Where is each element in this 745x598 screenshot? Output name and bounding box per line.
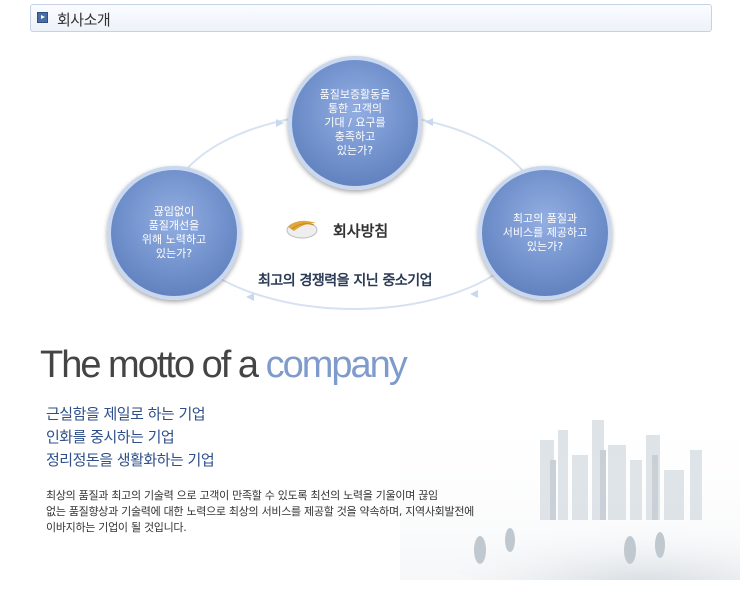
policy-title: 회사방침 xyxy=(333,222,389,240)
company-description: 최상의 품질과 최고의 기술력 으로 고객이 만족할 수 있도록 최선의 노력을… xyxy=(46,488,566,536)
policy-slogan: 최고의 경쟁력을 지닌 중소기업 xyxy=(258,273,433,289)
bullet-arrow-icon xyxy=(37,12,48,23)
value-list: 근실함을 제일로 하는 기업 인화를 중시하는 기업 정리정돈을 생활화하는 기… xyxy=(46,403,215,472)
description-line: 최상의 품질과 최고의 기술력 으로 고객이 만족할 수 있도록 최선의 노력을… xyxy=(46,489,438,502)
cycle-arrow-icon xyxy=(470,290,478,298)
circle-quality-improvement: 끊임없이 품질개선을 위해 노력하고 있는가? xyxy=(107,166,241,300)
motto-heading: The motto of a company xyxy=(40,344,408,387)
motto-prefix: The motto of a xyxy=(40,344,266,386)
section-header: 회사소개 xyxy=(30,4,712,32)
leaf-emblem-icon xyxy=(286,220,318,239)
circle-best-service: 최고의 품질과 서비스를 제공하고 있는가? xyxy=(478,166,612,300)
circle-text: 최고의 품질과 서비스를 제공하고 있는가? xyxy=(502,212,588,253)
value-item: 정리정돈을 생활화하는 기업 xyxy=(46,451,215,469)
circle-text: 품질보증활동을 통한 고객의 기대 / 요구를 충족하고 있는가? xyxy=(319,88,391,157)
cycle-arrow-icon xyxy=(246,293,254,301)
motto-accent: company xyxy=(265,344,408,386)
city-skyline-image xyxy=(400,400,740,580)
cycle-arrow-icon xyxy=(276,119,284,127)
description-line: 없는 품질향상과 기술력에 대한 노력으로 최상의 서비스를 제공할 것을 약속… xyxy=(46,505,474,518)
section-title: 회사소개 xyxy=(57,11,111,29)
circle-quality-assurance: 품질보증활동을 통한 고객의 기대 / 요구를 충족하고 있는가? xyxy=(288,56,422,190)
circle-text: 끊임없이 품질개선을 위해 노력하고 있는가? xyxy=(141,205,207,260)
cycle-arrow-icon xyxy=(425,118,433,126)
value-item: 인화를 중시하는 기업 xyxy=(46,428,175,446)
value-item: 근실함을 제일로 하는 기업 xyxy=(46,405,206,423)
description-line: 이바지하는 기업이 될 것입니다. xyxy=(46,521,187,534)
policy-diagram: 품질보증활동을 통한 고객의 기대 / 요구를 충족하고 있는가? 끊임없이 품… xyxy=(107,56,612,310)
